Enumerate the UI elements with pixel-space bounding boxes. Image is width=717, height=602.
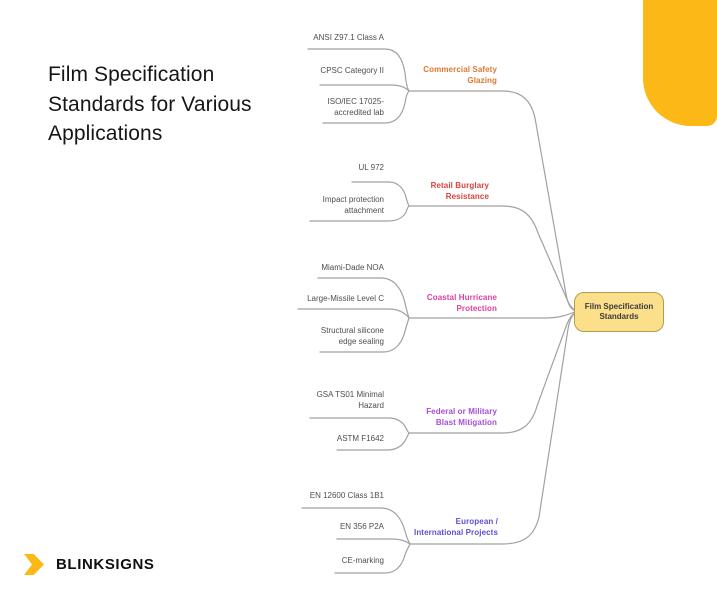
leaf-node-gsa-ts01[interactable]: GSA TS01 Minimal Hazard <box>317 390 384 411</box>
branch-node-federal-military-blast[interactable]: Federal or Military Blast Mitigation <box>426 407 497 428</box>
leaf-node-en12600[interactable]: EN 12600 Class 1B1 <box>310 491 384 502</box>
leaf-label: ISO/IEC 17025- <box>327 97 384 106</box>
branch-spine-line <box>408 90 578 312</box>
leaf-node-impact-protection[interactable]: Impact protection attachment <box>323 195 384 216</box>
brand-name: BLINKSIGNS <box>56 556 155 573</box>
leaf-node-iso-iec[interactable]: ISO/IEC 17025- accredited lab <box>328 97 384 118</box>
leaf-label: Structural silicone <box>320 326 384 335</box>
leaf-connector-line <box>317 277 410 319</box>
leaf-connector-line <box>336 538 411 545</box>
branch-label-line: Commercial Safety <box>423 65 497 74</box>
root-node-label: Film Specification Standards <box>584 302 654 321</box>
leaf-connector-line <box>309 205 410 222</box>
branch-spine-line <box>408 310 578 319</box>
leaf-node-astm-f1642[interactable]: ASTM F1642 <box>337 434 384 445</box>
branch-label-line: Glazing <box>467 75 497 85</box>
branch-spine-line <box>408 205 578 312</box>
branch-label-line: Protection <box>456 303 497 313</box>
leaf-connector-line <box>309 417 410 434</box>
leaf-node-structural-silicone[interactable]: Structural silicone edge sealing <box>321 326 384 347</box>
leaf-label: edge sealing <box>338 336 384 346</box>
leaf-node-miami-dade[interactable]: Miami-Dade NOA <box>321 263 384 274</box>
leaf-label: CE-marking <box>341 556 384 565</box>
leaf-connector-line <box>322 90 410 124</box>
chevron-right-icon <box>24 554 44 575</box>
branch-spine-line <box>409 311 578 545</box>
branch-node-european-international[interactable]: European / International Projects <box>414 517 498 538</box>
leaf-label: GSA TS01 Minimal <box>316 390 384 399</box>
leaf-label: ANSI Z97.1 Class A <box>313 33 384 42</box>
branch-node-commercial-safety-glazing[interactable]: Commercial Safety Glazing <box>423 65 497 86</box>
leaf-connector-line <box>319 317 410 353</box>
page-title: Film Specification Standards for Various… <box>48 63 252 145</box>
leaf-label: UL 972 <box>358 163 385 172</box>
leaf-label: Hazard <box>358 400 384 410</box>
leaf-node-ansi-z97[interactable]: ANSI Z97.1 Class A <box>313 33 384 44</box>
leaf-connector-line <box>351 181 410 207</box>
leaf-connector-line <box>319 84 410 92</box>
branch-node-retail-burglary-resistance[interactable]: Retail Burglary Resistance <box>431 181 489 202</box>
leaf-connector-line <box>297 308 410 319</box>
leaf-label: Large-Missile Level C <box>307 294 384 303</box>
brand-logo[interactable]: BLINKSIGNS <box>24 554 155 575</box>
leaf-node-ce-marking[interactable]: CE-marking <box>342 556 384 567</box>
leaf-label: EN 12600 Class 1B1 <box>309 491 384 500</box>
leaf-label: Impact protection <box>322 195 384 204</box>
leaf-node-en356[interactable]: EN 356 P2A <box>340 522 384 533</box>
branch-label-line: Coastal Hurricane <box>426 293 497 302</box>
leaf-label: EN 356 P2A <box>339 522 384 531</box>
leaf-connector-line <box>301 507 411 545</box>
leaf-label: attachment <box>344 205 384 215</box>
branch-label-line: Resistance <box>445 191 489 201</box>
leaf-connector-line <box>336 432 410 451</box>
leaf-node-large-missile[interactable]: Large-Missile Level C <box>307 294 384 305</box>
leaf-label: accredited lab <box>334 107 384 117</box>
corner-accent-shape <box>643 0 717 126</box>
leaf-label: CPSC Category II <box>320 66 384 75</box>
branch-label-line: Federal or Military <box>426 407 497 416</box>
branch-node-coastal-hurricane-protection[interactable]: Coastal Hurricane Protection <box>427 293 497 314</box>
leaf-label: ASTM F1642 <box>336 434 384 443</box>
leaf-label: Miami-Dade NOA <box>321 263 384 272</box>
leaf-node-ul972[interactable]: UL 972 <box>359 163 385 174</box>
branch-label-line: Retail Burglary <box>430 181 489 190</box>
leaf-connector-line <box>307 48 410 92</box>
leaf-connector-line <box>334 543 411 574</box>
branch-label-line: International Projects <box>414 527 498 537</box>
leaf-node-cpsc[interactable]: CPSC Category II <box>320 66 384 77</box>
root-node-film-specification-standards[interactable]: Film Specification Standards <box>574 292 664 332</box>
branch-label-line: European / <box>455 517 498 526</box>
branch-label-line: Blast Mitigation <box>435 417 497 427</box>
